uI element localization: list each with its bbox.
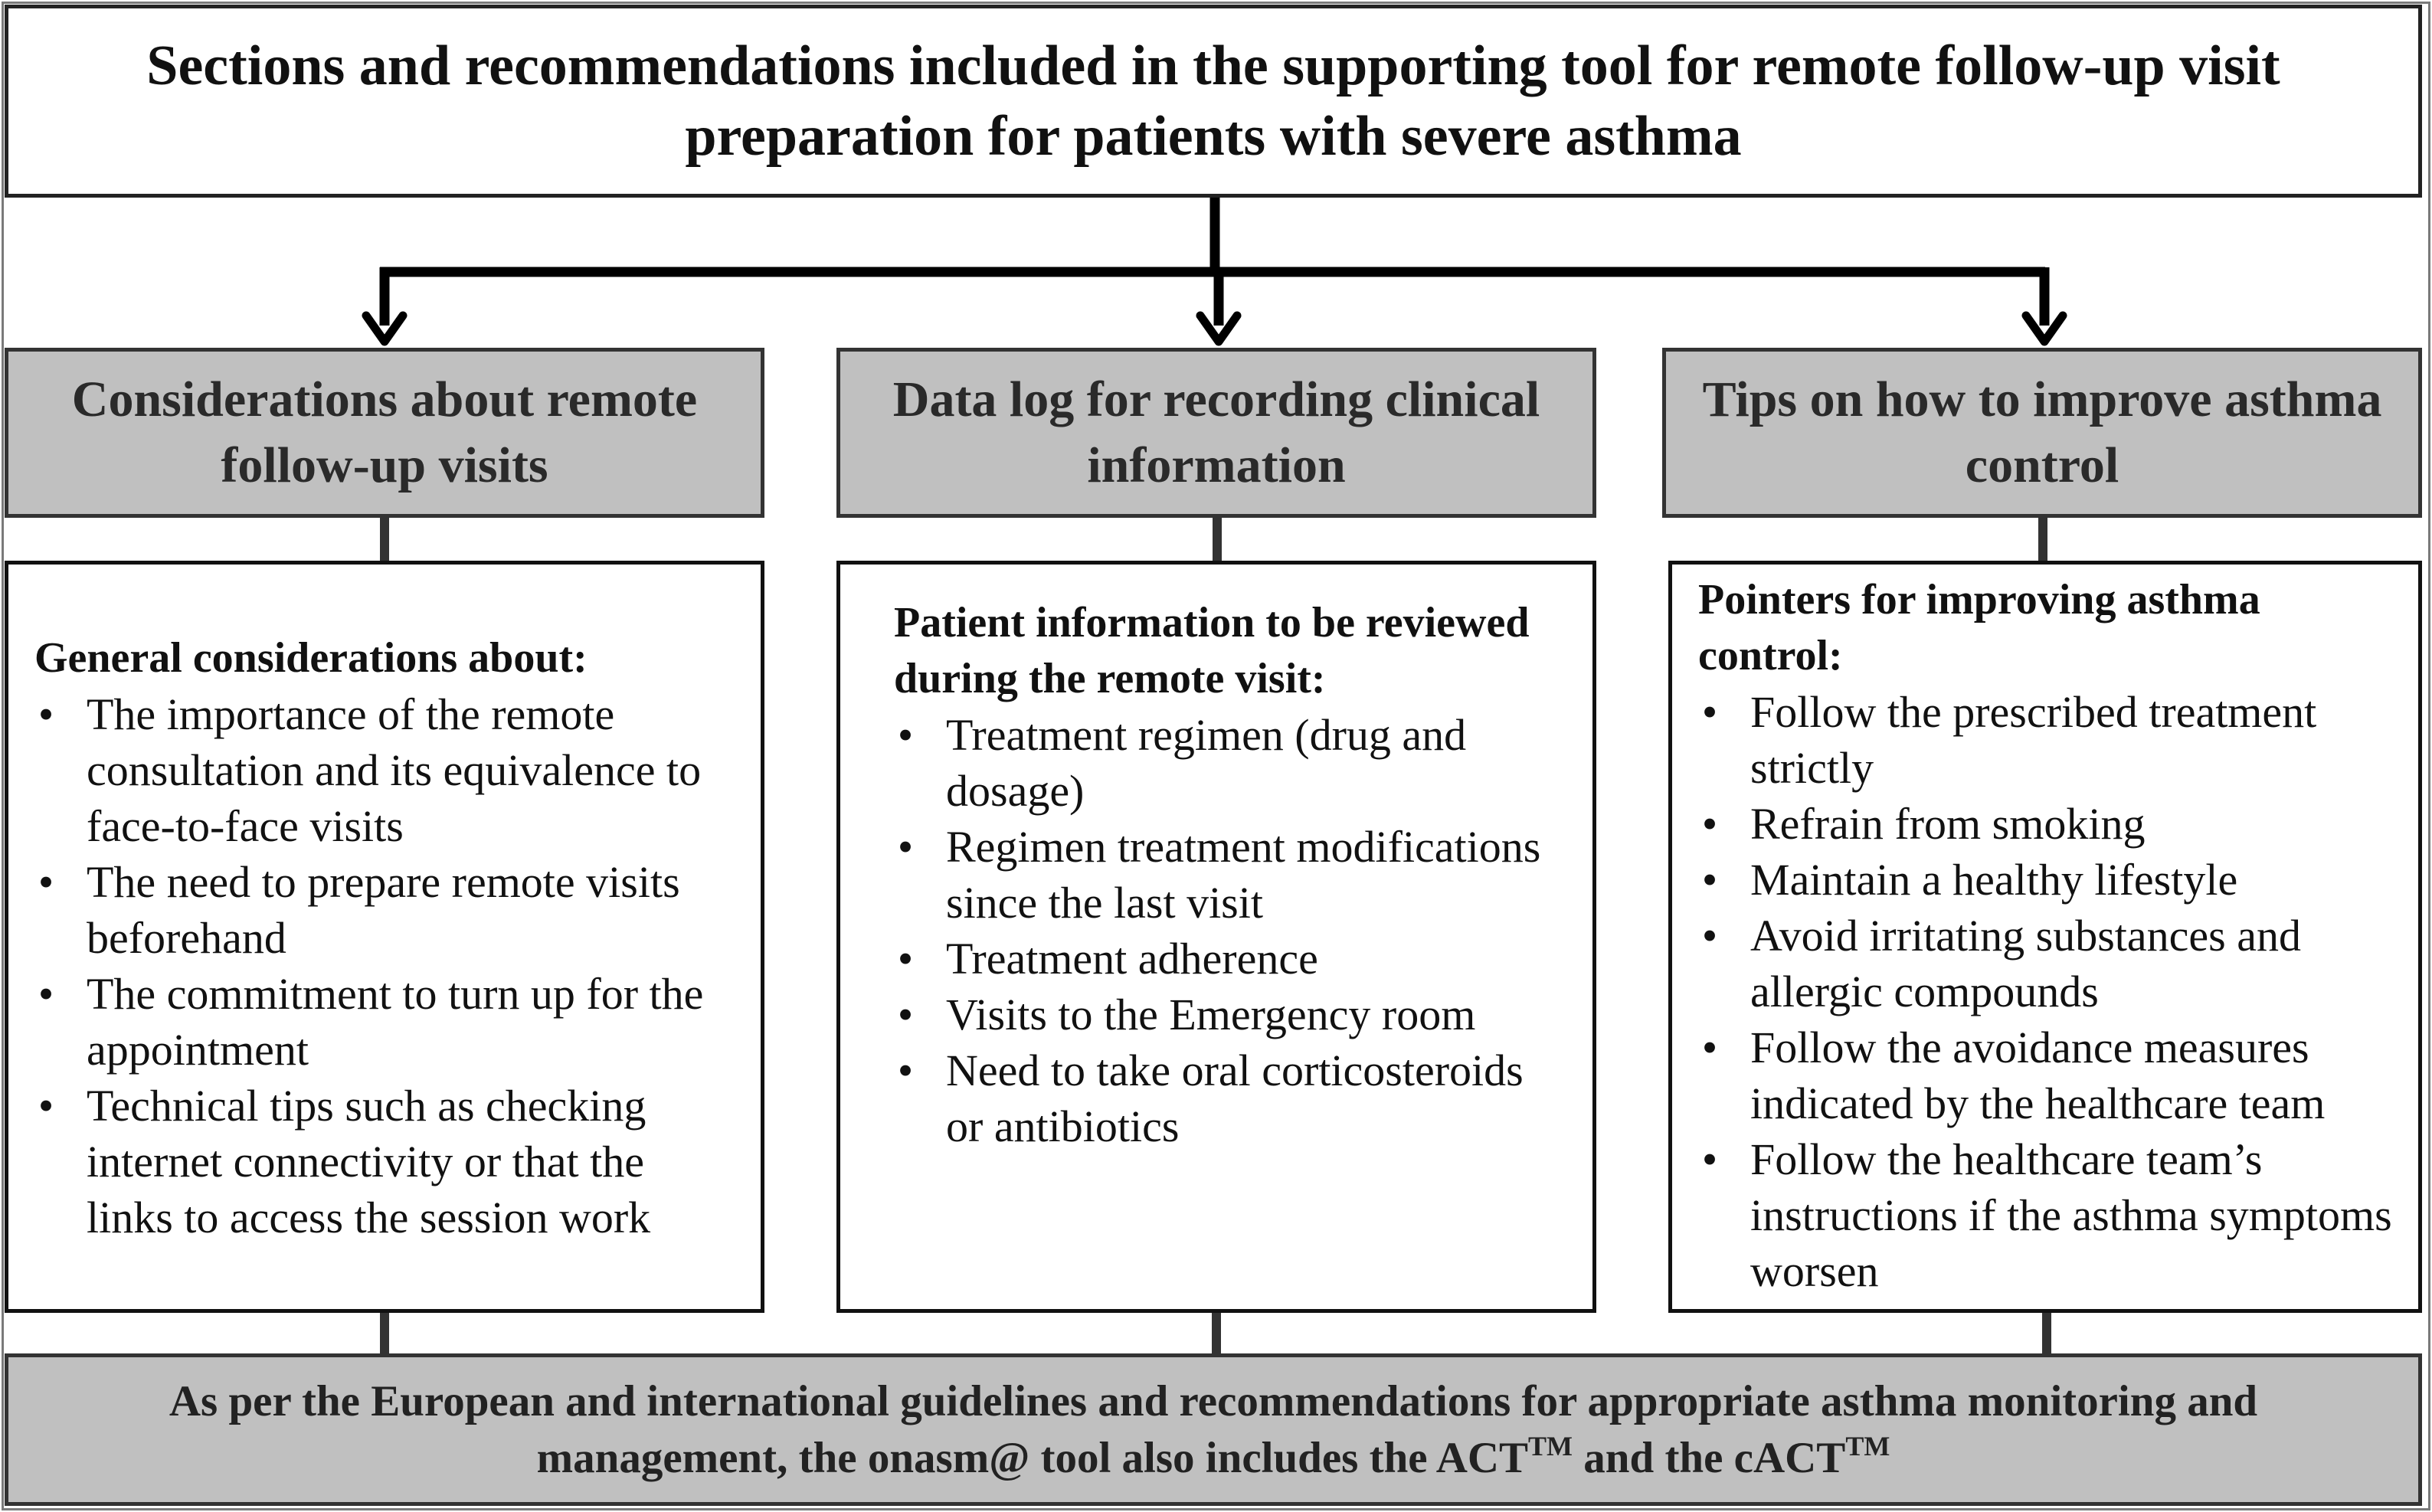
footer-text: As per the European and international gu… [169, 1376, 2258, 1482]
bullet-icon: • [1701, 1023, 1718, 1072]
list-item: •Avoid irritating substances and allergi… [1698, 908, 2395, 1019]
list-item: •The commitment to turn up for the appoi… [34, 966, 738, 1078]
bullet-list: •Treatment regimen (drug and dosage) •Re… [894, 707, 1570, 1154]
bullet-icon: • [1701, 1134, 1718, 1184]
content-box-data-log: Patient information to be reviewed durin… [836, 561, 1596, 1313]
list-item: •Maintain a healthy lifestyle [1698, 852, 2395, 908]
list-item: •Visits to the Emergency room [894, 987, 1570, 1042]
list-item: •The need to prepare remote visits befor… [34, 854, 738, 966]
list-item: •The importance of the remote consultati… [34, 686, 738, 854]
list-item: •Need to take oral corticosteroids or an… [894, 1042, 1570, 1154]
bullet-icon: • [1701, 687, 1718, 737]
bullet-list: •The importance of the remote consultati… [34, 686, 738, 1245]
bullet-icon: • [897, 822, 914, 872]
bullet-list: •Follow the prescribed treatment strictl… [1698, 684, 2395, 1299]
diagram-title: Sections and recommendations included in… [146, 34, 2280, 168]
list-item: •Technical tips such as checking interne… [34, 1078, 738, 1245]
list-item: •Regimen treatment modifications since t… [894, 819, 1570, 931]
bullet-icon: • [1701, 855, 1718, 905]
content-title: Pointers for improving asthma control: [1698, 576, 2260, 679]
bullet-icon: • [897, 990, 914, 1039]
content-title: General considerations about: [34, 634, 588, 682]
trademark-sup: TM [1528, 1430, 1573, 1461]
section-heading: Considerations about remote follow-up vi… [71, 371, 698, 493]
title-box: Sections and recommendations included in… [5, 5, 2422, 198]
bullet-icon: • [1701, 911, 1718, 961]
trademark-sup: TM [1845, 1430, 1890, 1461]
section-heading: Tips on how to improve asthma control [1702, 371, 2382, 493]
bullet-icon: • [897, 934, 914, 983]
list-item: •Treatment adherence [894, 931, 1570, 987]
bullet-icon: • [1701, 799, 1718, 849]
list-item: •Follow the healthcare team’s instructio… [1698, 1131, 2395, 1299]
content-box-considerations: General considerations about: •The impor… [5, 561, 764, 1313]
list-item: •Follow the avoidance measures indicated… [1698, 1019, 2395, 1131]
bullet-icon: • [38, 689, 54, 739]
footer-box: As per the European and international gu… [5, 1353, 2422, 1506]
content-title: Patient information to be reviewed durin… [894, 599, 1530, 702]
section-header-tips: Tips on how to improve asthma control [1662, 348, 2422, 518]
list-item: •Treatment regimen (drug and dosage) [894, 707, 1570, 819]
section-header-data-log: Data log for recording clinical informat… [836, 348, 1596, 518]
list-item: •Follow the prescribed treatment strictl… [1698, 684, 2395, 796]
section-heading: Data log for recording clinical informat… [892, 371, 1540, 493]
list-item: •Refrain from smoking [1698, 796, 2395, 852]
bullet-icon: • [897, 1046, 914, 1095]
content-box-tips: Pointers for improving asthma control: •… [1668, 561, 2422, 1313]
bullet-icon: • [38, 1081, 54, 1131]
bullet-icon: • [897, 710, 914, 760]
section-header-considerations: Considerations about remote follow-up vi… [5, 348, 764, 518]
bullet-icon: • [38, 857, 54, 907]
bullet-icon: • [38, 969, 54, 1019]
